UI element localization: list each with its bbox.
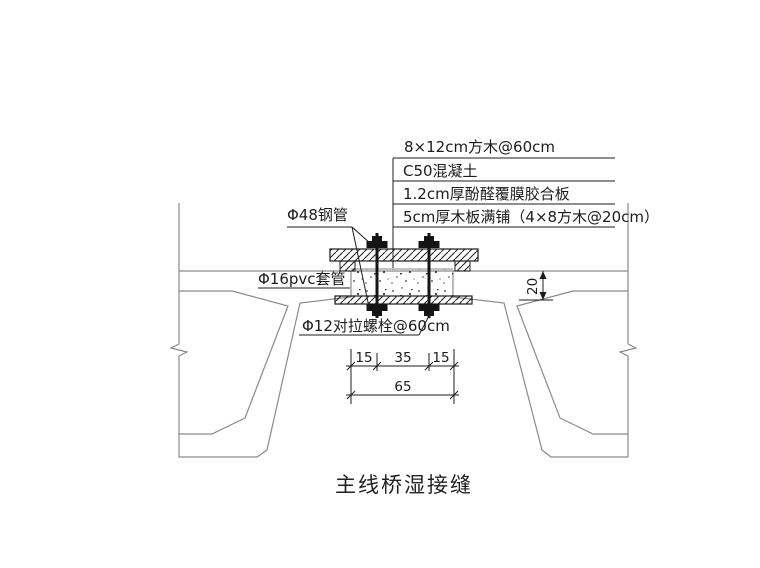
- dim-edge-right: 15: [432, 350, 449, 366]
- bolt-rod: [375, 233, 379, 318]
- tie-bolt-label: Φ12对拉螺栓@60cm: [302, 317, 450, 335]
- dim-total-width: 65: [394, 379, 411, 395]
- dim-slab-thickness: 20: [525, 278, 541, 295]
- material-callout-stack: 8×12cm方木@60cm C50混凝土 1.2cm厚酚醛覆膜胶合板 5cm厚木…: [392, 138, 659, 268]
- dim-edge-left: 15: [355, 350, 372, 366]
- dim-tick: [449, 390, 459, 400]
- bolt-bottom-nut: [372, 311, 382, 316]
- top-formwork-plate: [329, 248, 479, 262]
- girder-right: [452, 203, 638, 458]
- left-break-icon: [169, 343, 189, 357]
- bolt-top-nut: [372, 236, 382, 241]
- steel-pipe-leader-bottom: [351, 226, 370, 308]
- dim-tick: [449, 361, 459, 371]
- dim-tick: [424, 361, 434, 371]
- tie-bolt-leader: [418, 311, 432, 336]
- callout-c50-concrete: C50混凝土: [403, 162, 478, 180]
- bolt-bottom-pipe-bar: [366, 304, 388, 311]
- bottom-dimensions: 15 35 15 65: [346, 349, 459, 404]
- top-plate-block-right: [454, 260, 471, 272]
- slab-thickness-dimension: 20: [519, 271, 553, 301]
- bolt-top-nut: [424, 236, 434, 241]
- tie-bolt-right: [418, 233, 440, 318]
- bolt-bottom-nut: [424, 311, 434, 316]
- bolt-rod: [427, 233, 431, 318]
- drawing-title: 主线桥湿接缝: [335, 473, 473, 497]
- steel-pipe-label: Φ48钢管: [287, 206, 348, 224]
- right-web-outline: [452, 271, 628, 458]
- callout-timber-8x12: 8×12cm方木@60cm: [404, 138, 555, 156]
- tie-bolt-left: [366, 233, 388, 318]
- bolt-top-pipe-bar: [418, 241, 440, 248]
- dim-tick: [372, 361, 382, 371]
- dim-tick: [346, 361, 356, 371]
- bottom-formwork-plate: [334, 295, 473, 305]
- dim-arrow-down: [539, 292, 547, 300]
- dim-tick: [346, 390, 356, 400]
- girder-left: [169, 203, 352, 458]
- part-callouts: Φ48钢管 Φ16pvc套管 Φ12对拉螺栓@60cm: [258, 206, 450, 336]
- bolt-top-pipe-bar: [366, 241, 388, 248]
- steel-pipe-leader-top: [351, 226, 372, 245]
- left-void-outline: [179, 290, 289, 435]
- right-void-outline: [516, 290, 628, 435]
- top-plate-block-left: [339, 260, 356, 272]
- dim-bolt-spacing: 35: [394, 350, 411, 366]
- joint-concrete: [352, 269, 453, 296]
- callout-plank: 5cm厚木板满铺（4×8方木@20cm）: [403, 208, 659, 226]
- left-web-outline: [179, 271, 352, 458]
- bolt-bottom-pipe-bar: [418, 304, 440, 311]
- pvc-sleeve-label: Φ16pvc套管: [258, 270, 346, 288]
- callout-plywood: 1.2cm厚酚醛覆膜胶合板: [403, 185, 570, 203]
- right-break-icon: [618, 343, 638, 357]
- dim-arrow-up: [539, 271, 547, 279]
- wet-joint-assembly: [329, 248, 479, 305]
